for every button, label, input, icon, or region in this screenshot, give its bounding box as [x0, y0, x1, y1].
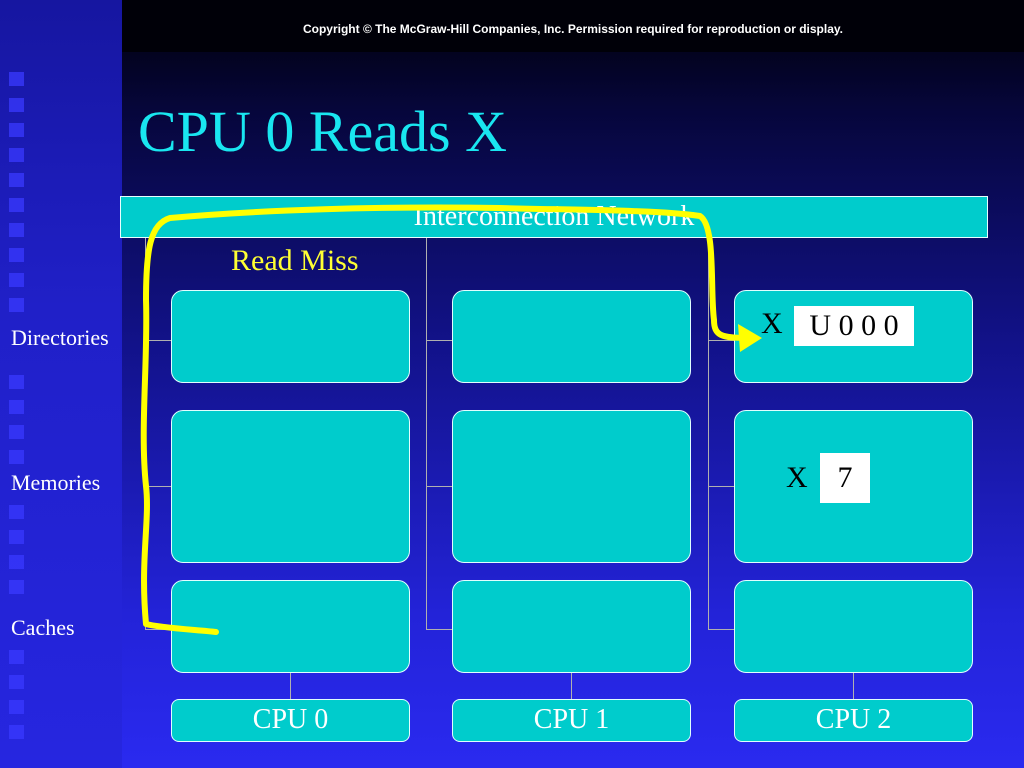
memory-entry-label: X [786, 461, 808, 494]
tap-line [145, 629, 171, 630]
cpu-link-line [853, 673, 854, 699]
tap-line [708, 629, 735, 630]
decor-square [9, 375, 24, 389]
tap-line [426, 340, 453, 341]
cache-cpu0 [171, 580, 410, 673]
memories-label: Memories [11, 470, 101, 495]
bus-line-2 [708, 238, 709, 630]
decor-square [9, 98, 24, 112]
left-decor-strip [0, 0, 122, 768]
directories-label: Directories [11, 325, 109, 350]
directory-entry-value: U 0 0 0 [794, 306, 914, 346]
decor-square [9, 675, 24, 689]
tap-line [145, 340, 171, 341]
read-miss-arrow-path [140, 204, 751, 635]
cpu-link-line [571, 673, 572, 699]
decor-square [9, 72, 24, 86]
cpu-2: CPU 2 [734, 699, 973, 742]
header-band [122, 0, 1024, 52]
decor-square [9, 400, 24, 414]
decor-square [9, 148, 24, 162]
cpu-1: CPU 1 [452, 699, 691, 742]
copyright-notice: Copyright © The McGraw-Hill Companies, I… [302, 22, 844, 36]
memory-cpu1 [452, 410, 691, 563]
bus-line-1 [426, 238, 427, 630]
cpu-0: CPU 0 [171, 699, 410, 742]
tap-line [708, 486, 735, 487]
decor-square [9, 555, 24, 569]
decor-square [9, 173, 24, 187]
directory-cpu0 [171, 290, 410, 383]
decor-square [9, 580, 24, 594]
memory-cpu0 [171, 410, 410, 563]
decor-square [9, 223, 24, 237]
directory-cpu1 [452, 290, 691, 383]
tap-line [145, 486, 171, 487]
cpu-link-line [290, 673, 291, 699]
decor-square [9, 273, 24, 287]
tap-line [708, 340, 735, 341]
cache-cpu2 [734, 580, 973, 673]
read-miss-arrowhead [738, 324, 762, 352]
decor-square [9, 450, 24, 464]
tap-line [426, 486, 453, 487]
decor-square [9, 725, 24, 739]
caches-label: Caches [11, 615, 75, 640]
decor-square [9, 198, 24, 212]
slide-title: CPU 0 Reads X [138, 99, 507, 164]
tap-line [426, 629, 453, 630]
decor-square [9, 700, 24, 714]
decor-square [9, 123, 24, 137]
interconnection-network: Interconnection Network [120, 196, 988, 238]
decor-square [9, 425, 24, 439]
memory-entry-value: 7 [820, 453, 870, 503]
decor-square [9, 298, 24, 312]
decor-square [9, 530, 24, 544]
cache-cpu1 [452, 580, 691, 673]
decor-square [9, 650, 24, 664]
decor-square [9, 248, 24, 262]
read-miss-annotation: Read Miss [231, 244, 359, 277]
directory-entry-label: X [761, 307, 783, 340]
decor-square [9, 505, 24, 519]
